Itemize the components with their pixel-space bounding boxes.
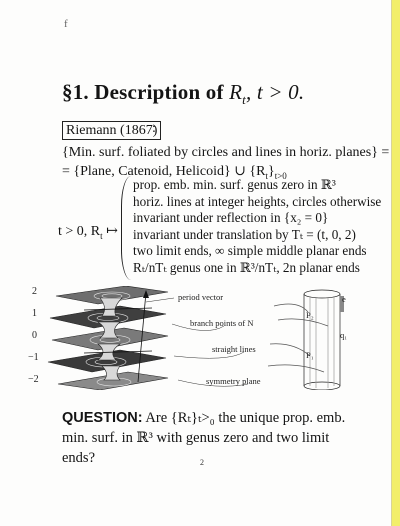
properties-list: prop. emb. min. surf. genus zero in ℝ³ h… (133, 177, 381, 277)
question-text: Are {Rₜ}ₜ>₀ the unique prop. emb. min. s… (62, 410, 346, 466)
definition-line-1: {Min. surf. foliated by circles and line… (62, 145, 390, 160)
case-label-sub: t (100, 230, 103, 241)
period-vector-arrowhead (143, 290, 149, 298)
branch-points-label: branch points of N (190, 318, 254, 328)
property-item: invariant under reflection in {x₂ = 0} (133, 210, 329, 226)
question-label: QUESTION: (62, 410, 143, 426)
section-title-condition: , t > 0. (245, 80, 305, 104)
page-edge (392, 0, 400, 526)
riemann-surface-figure: 2 1 0 −1 −2 (28, 286, 358, 390)
section-title-text: §1. Description of (62, 80, 230, 104)
page-edge-line (391, 0, 392, 526)
property-item: Rₜ/nTₜ genus one in ℝ³/nTₜ, 2n planar en… (133, 259, 360, 275)
definition-line-2-sub2: t>0 (274, 170, 287, 181)
y-tick-label: 1 (32, 308, 37, 319)
y-tick-label: 0 (32, 330, 37, 341)
surface-drawing (47, 286, 344, 390)
q1-label: q₁ (340, 330, 348, 340)
section-title-symbol: R (229, 80, 243, 104)
symmetry-plane-label: symmetry plane (206, 376, 261, 386)
case-label: t > 0, Rt ↦ (58, 223, 118, 241)
section-title-subscript: t (242, 92, 246, 108)
period-vector-line (137, 291, 147, 383)
straight-lines-label: straight lines (212, 344, 256, 354)
property-item: prop. emb. min. surf. genus zero in ℝ³ (133, 177, 336, 192)
period-vector-label: period vector (178, 292, 224, 302)
definition-line-2-text: = {Plane, Catenoid, Helicoid} ∪ {R (62, 164, 266, 179)
property-item: horiz. lines at integer heights, circles… (133, 193, 382, 209)
riemann-citation: Riemann (1867) (62, 121, 162, 140)
horizontal-planes (47, 286, 169, 390)
page-number: 2 (200, 458, 204, 467)
p1-label: P₁ (306, 350, 314, 360)
y-tick-label: −2 (28, 374, 39, 385)
property-item: two limit ends, ∞ simple middle planar e… (133, 243, 367, 259)
case-label-text: t > 0, R (58, 224, 101, 239)
y-tick-label: −1 (28, 352, 39, 363)
section-title: §1. Description of Rt, t > 0. (62, 80, 304, 108)
margin-mark: f (64, 18, 68, 30)
y-tick-label: 2 (32, 286, 37, 297)
definition-line-2-sub: t (265, 170, 268, 181)
question-paragraph: QUESTION: Are {Rₜ}ₜ>₀ the unique prop. e… (62, 408, 362, 468)
e-label: e (342, 294, 346, 304)
definition-line-2: = {Plane, Catenoid, Helicoid} ∪ {Rt}t>0 (62, 163, 287, 181)
cylinder-diagram (267, 289, 344, 390)
riemann-colon: : (152, 121, 156, 136)
left-brace (121, 176, 132, 280)
p2-label: P₂ (306, 310, 314, 320)
property-item: invariant under translation by Tₜ = (t, … (133, 226, 356, 242)
case-label-arrow: ↦ (102, 224, 118, 239)
definition-line-2-tail: } (268, 164, 275, 179)
